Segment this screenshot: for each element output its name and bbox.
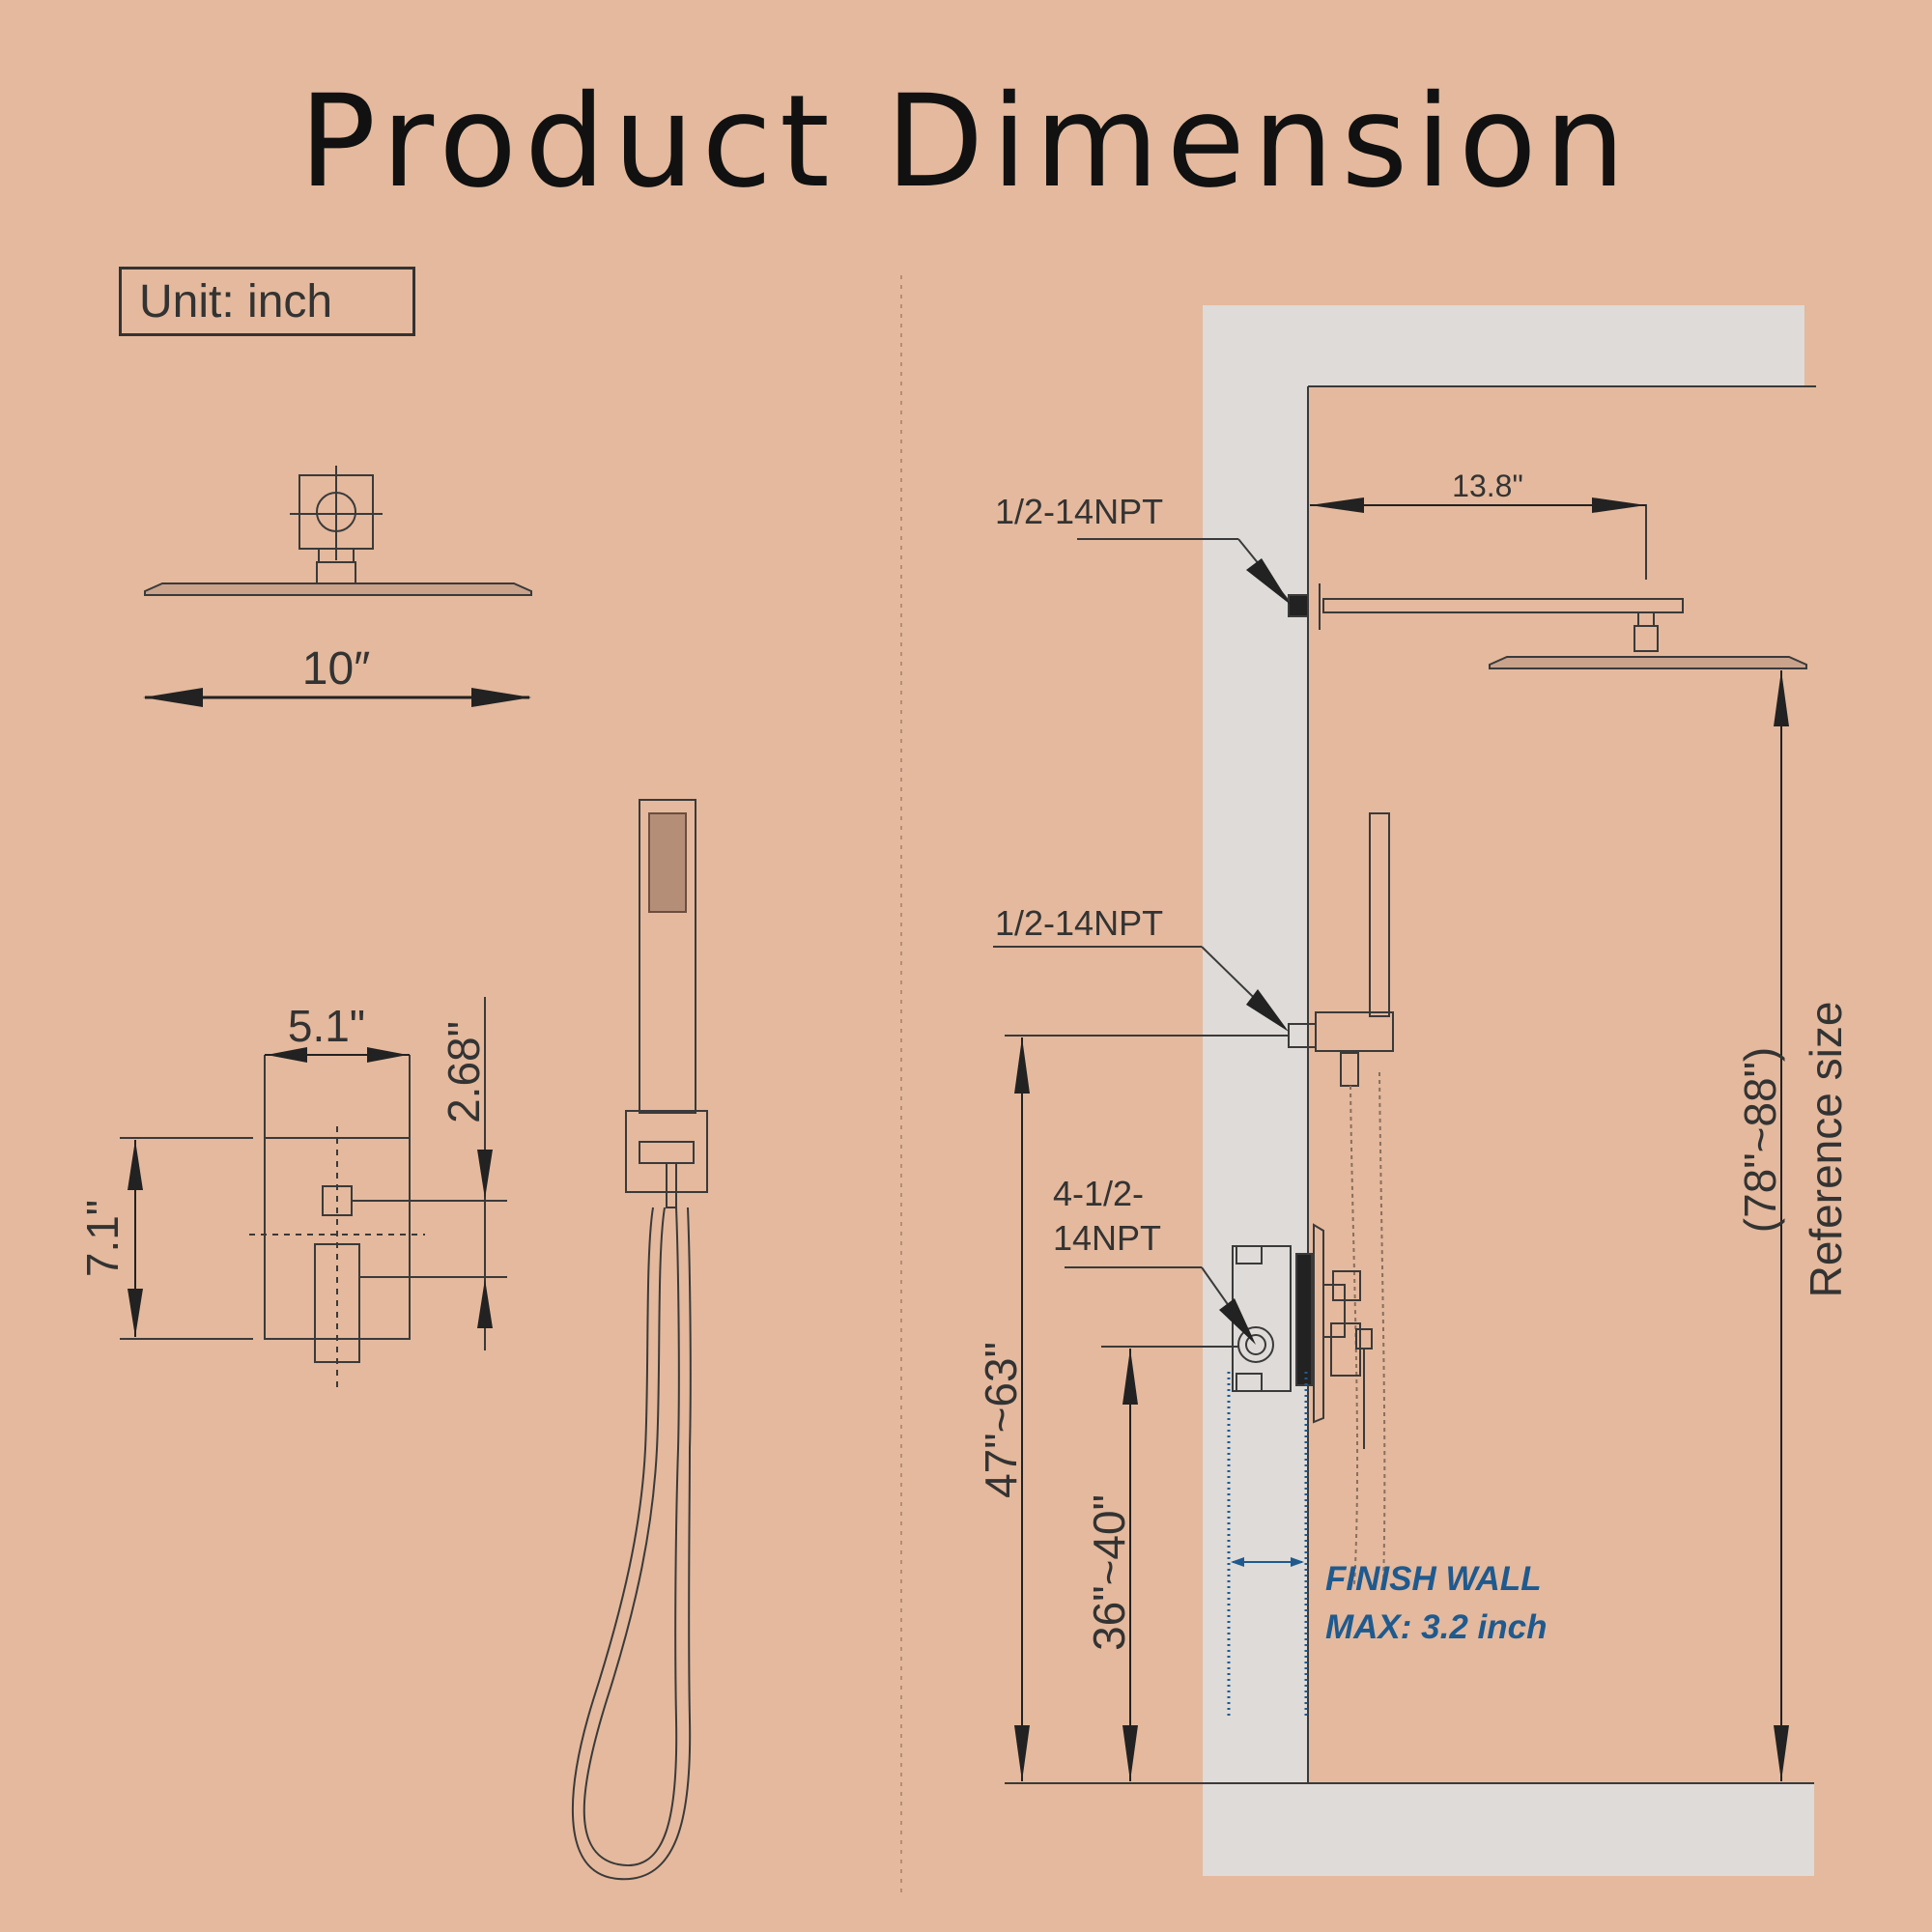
handheld-bracket bbox=[1288, 812, 1394, 1585]
valve-connection-line2: 14NPT bbox=[1053, 1218, 1161, 1258]
valve-height-label: 7.1" bbox=[77, 1200, 128, 1277]
handheld-height-label: 47"~63" bbox=[976, 1342, 1026, 1498]
arm-connection-label: 1/2-14NPT bbox=[995, 492, 1163, 531]
valve-height-label-right: 36"~40" bbox=[1084, 1494, 1134, 1651]
head-height-label: (78"~88") bbox=[1735, 1047, 1785, 1234]
unit-label: Unit: inch bbox=[139, 276, 333, 327]
head-width-label: 10″ bbox=[302, 643, 370, 695]
unit-box: Unit: inch bbox=[119, 267, 415, 336]
shower-head-top-view bbox=[144, 466, 532, 596]
finish-wall-max-label: MAX: 3.2 inch bbox=[1325, 1608, 1547, 1646]
valve-width-label: 5.1" bbox=[288, 1001, 365, 1051]
shower-arm bbox=[1288, 489, 1807, 669]
reference-size-label: Reference size bbox=[1801, 1002, 1851, 1298]
arm-length-label: 13.8" bbox=[1452, 469, 1523, 503]
valve-trim-front-view bbox=[120, 997, 507, 1391]
handheld-connection-label: 1/2-14NPT bbox=[995, 903, 1163, 943]
valve-connection-line1: 4-1/2- bbox=[1053, 1174, 1144, 1213]
hand-shower bbox=[571, 799, 708, 1881]
finish-wall-label: FINISH WALL bbox=[1325, 1560, 1542, 1598]
page-title: Product Dimension bbox=[298, 68, 1634, 216]
valve-offset-label: 2.68" bbox=[439, 1021, 489, 1123]
wall-section bbox=[1005, 305, 1816, 1876]
mixing-valve bbox=[1232, 1223, 1373, 1449]
